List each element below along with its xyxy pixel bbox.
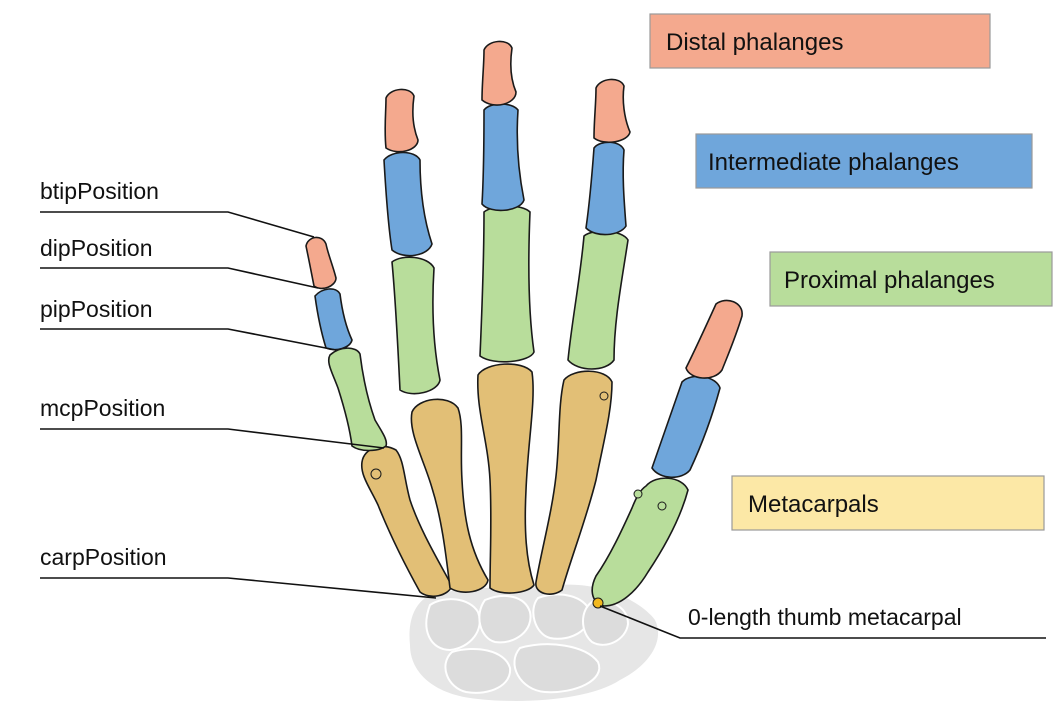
middle-metacarpal [478, 364, 534, 593]
middle-intermediate [482, 104, 524, 210]
pinky-metacarpal-foramen [371, 469, 381, 479]
middle-finger [478, 41, 534, 593]
btip-label: btipPosition [40, 178, 159, 204]
thumb-proximal-foramen [658, 502, 666, 510]
legend-distal-text: Distal phalanges [666, 29, 843, 56]
pinky-proximal [329, 348, 387, 450]
pip-label: pipPosition [40, 296, 153, 322]
index-metacarpal [536, 371, 612, 594]
legend: Distal phalanges Intermediate phalanges … [650, 14, 1052, 530]
index-metacarpal-foramen [600, 392, 608, 400]
carpal-bone-e [445, 649, 510, 693]
carp-leader [40, 578, 436, 598]
dip-leader [40, 268, 318, 288]
thumb-note-label: 0-length thumb metacarpal [688, 604, 962, 630]
middle-proximal [480, 206, 534, 362]
thumb-intermediate [652, 376, 720, 477]
index-intermediate [586, 142, 626, 234]
pinky-distal [306, 237, 336, 288]
middle-distal [482, 41, 516, 105]
dip-label: dipPosition [40, 235, 153, 261]
index-proximal [568, 231, 628, 369]
carp-label: carpPosition [40, 544, 167, 570]
index-distal [594, 79, 630, 142]
pip-leader [40, 329, 336, 350]
thumb-proximal-sesamoid [634, 490, 642, 498]
ring-proximal [392, 257, 440, 393]
carpal-bone-f [514, 644, 599, 692]
btip-leader [40, 212, 314, 237]
legend-metacarpals-text: Metacarpals [748, 491, 879, 518]
ring-intermediate [384, 153, 432, 256]
legend-intermediate-text: Intermediate phalanges [708, 149, 959, 176]
legend-proximal-text: Proximal phalanges [784, 267, 995, 294]
carpal-bone-c [533, 594, 590, 638]
ring-distal [385, 89, 418, 151]
pinky-intermediate [315, 289, 352, 350]
mcp-label: mcpPosition [40, 395, 165, 421]
mcp-leader [40, 429, 384, 448]
index-finger [536, 79, 630, 594]
carpal-bones [410, 585, 659, 701]
thumb-distal [686, 300, 742, 378]
